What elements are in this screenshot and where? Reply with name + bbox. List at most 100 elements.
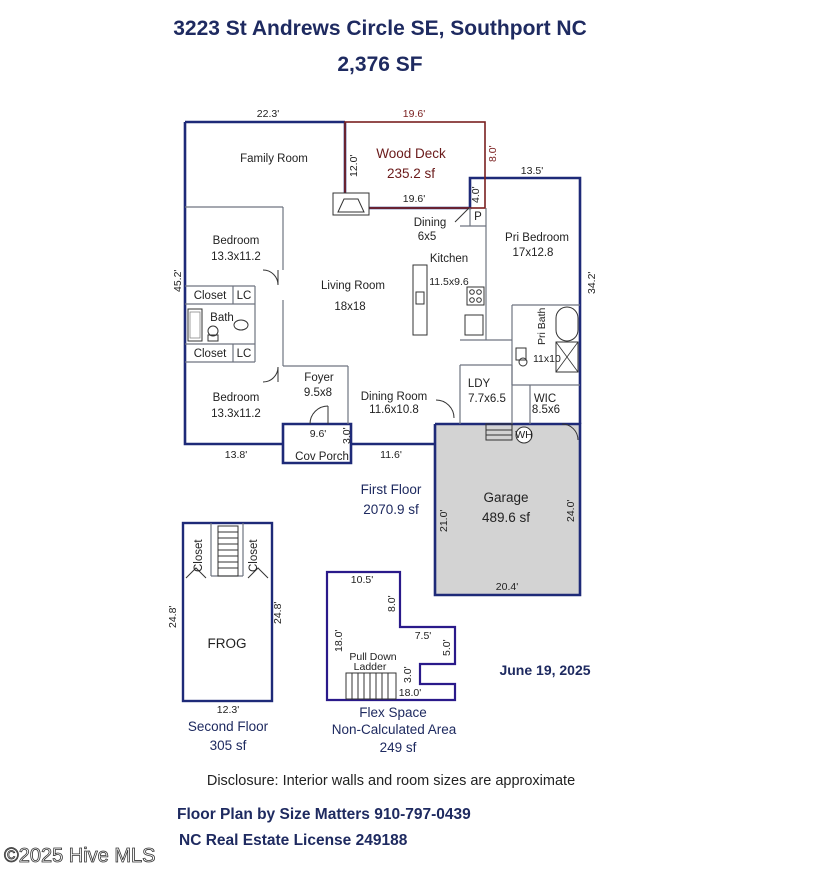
wood-deck-area: 235.2 sf (387, 166, 435, 181)
watermark: ©2025 Hive MLS (4, 845, 155, 867)
ladder-label-1: Pull Down (349, 651, 396, 663)
first-floor-area: 2070.9 sf (363, 502, 419, 517)
dining-room-size: 11.6x10.8 (369, 404, 419, 416)
garage-floor (435, 424, 580, 595)
living-room-size: 18x18 (334, 301, 365, 313)
closet-1-label: Closet (194, 290, 227, 302)
total-square-footage: 2,376 SF (337, 53, 422, 76)
dim-flex-step-right: 5.0' (441, 639, 453, 656)
garage-area: 489.6 sf (482, 510, 530, 525)
foyer-size: 9.5x8 (304, 387, 332, 399)
fixtures (187, 192, 579, 444)
wood-deck-label: Wood Deck (376, 146, 446, 161)
dining-size: 6x5 (418, 231, 437, 243)
flex-space-sublabel: Non-Calculated Area (332, 722, 457, 737)
dim-flex-upper-right: 8.0' (386, 595, 398, 612)
kitchen-island (412, 264, 428, 336)
bedroom-1-label: Bedroom (213, 235, 260, 247)
first-floor-label: First Floor (361, 482, 422, 497)
disclosure-text: Disclosure: Interior walls and room size… (207, 773, 575, 789)
dim-deck-left: 12.0' (348, 155, 360, 177)
credit-line-1: Floor Plan by Size Matters 910-797-0439 (177, 806, 471, 823)
frog-closet-left: Closet (193, 539, 205, 572)
frog-closet-right: Closet (248, 539, 260, 572)
pri-bedroom-label: Pri Bedroom (505, 232, 569, 244)
dim-right-top: 13.5' (521, 165, 543, 177)
dim-deck-right: 8.0' (487, 145, 499, 162)
bath-label: Bath (210, 312, 234, 324)
dim-deck-top: 19.6' (403, 108, 425, 120)
bedroom-2-label: Bedroom (213, 392, 260, 404)
dim-frog-left: 24.8' (167, 606, 179, 628)
wic-label: WIC (534, 393, 556, 405)
water-heater-icon (515, 426, 533, 444)
address-title: 3223 St Andrews Circle SE, Southport NC (173, 17, 586, 40)
dim-top-left: 22.3' (257, 108, 279, 120)
garage-outline (433, 422, 582, 597)
dim-porch-width: 9.6' (310, 428, 327, 440)
dim-garage-left: 21.0' (438, 510, 450, 532)
dining-room-label: Dining Room (361, 391, 427, 403)
dim-bottom-left: 13.8' (225, 449, 247, 461)
dim-flex-top: 10.5' (351, 574, 373, 586)
fireplace-icon (332, 192, 370, 216)
bedroom-2-size: 13.3x11.2 (211, 408, 261, 420)
laundry-label: LDY (468, 378, 491, 390)
dim-frog-right: 24.8' (272, 602, 284, 624)
pri-bath-label: Pri Bath (536, 307, 548, 345)
bathtub-icon (187, 308, 203, 342)
closet-2-label: Closet (194, 348, 227, 360)
dim-flex-bottom: 18.0' (399, 687, 421, 699)
dim-flex-left: 18.0' (333, 630, 345, 652)
ladder-icon (345, 672, 397, 700)
sink-icon (233, 319, 249, 331)
wood-deck-outline (344, 121, 486, 209)
foyer-label: Foyer (304, 372, 334, 384)
flex-space-outline (325, 570, 457, 702)
date-label: June 19, 2025 (499, 662, 590, 678)
laundry-size: 7.7x6.5 (468, 393, 506, 405)
bedroom-1-size: 13.3x11.2 (211, 251, 261, 263)
second-floor-plan (181, 521, 274, 703)
living-room-label: Living Room (321, 280, 385, 292)
interior-walls (185, 206, 580, 424)
toilet-icon (207, 325, 219, 337)
linen-closet-2-label: LC (237, 348, 252, 360)
dim-frog-bottom: 12.3' (217, 704, 239, 716)
flex-space-area: 249 sf (380, 740, 417, 755)
linen-closet-1-label: LC (237, 290, 252, 302)
wic-size: 8.5x6 (532, 404, 560, 416)
dim-garage-right: 24.0' (565, 500, 577, 522)
refrigerator-icon (464, 314, 484, 336)
range-icon (466, 286, 485, 306)
soaking-tub-icon (555, 306, 579, 342)
ladder-rungs (351, 673, 389, 699)
dim-right-side: 34.2' (586, 272, 598, 294)
dim-flex-inner: 3.0' (402, 666, 414, 683)
dim-porch-depth: 3.0' (341, 427, 353, 444)
covered-porch-label: Cov Porch (295, 451, 349, 463)
family-room-label: Family Room (240, 153, 308, 165)
pri-bedroom-size: 17x12.8 (513, 247, 554, 259)
shower-icon (555, 341, 579, 373)
dining-label: Dining (414, 217, 447, 229)
kitchen-label: Kitchen (430, 253, 468, 265)
frog-label: FROG (208, 636, 247, 651)
pantry-label: P (474, 211, 482, 223)
garage-label: Garage (483, 490, 528, 505)
dim-bottom-mid: 11.6' (380, 449, 402, 461)
dim-flex-step-top: 7.5' (415, 630, 432, 642)
stair-icon (217, 525, 239, 577)
second-floor-area: 305 sf (210, 738, 247, 753)
ladder-label-2: Ladder (354, 661, 387, 673)
first-floor-walls (183, 120, 582, 597)
credit-line-2: NC Real Estate License 249188 (179, 832, 408, 849)
pri-bath-size: 11x10 (533, 353, 561, 365)
flex-space-label: Flex Space (359, 705, 427, 720)
water-heater-label: WH (515, 429, 533, 441)
second-floor-label: Second Floor (188, 719, 269, 734)
kitchen-size: 11.5x9.6 (429, 276, 469, 288)
dim-deck-step: 4.0' (470, 186, 482, 203)
dim-deck-bottom: 19.6' (403, 193, 425, 205)
